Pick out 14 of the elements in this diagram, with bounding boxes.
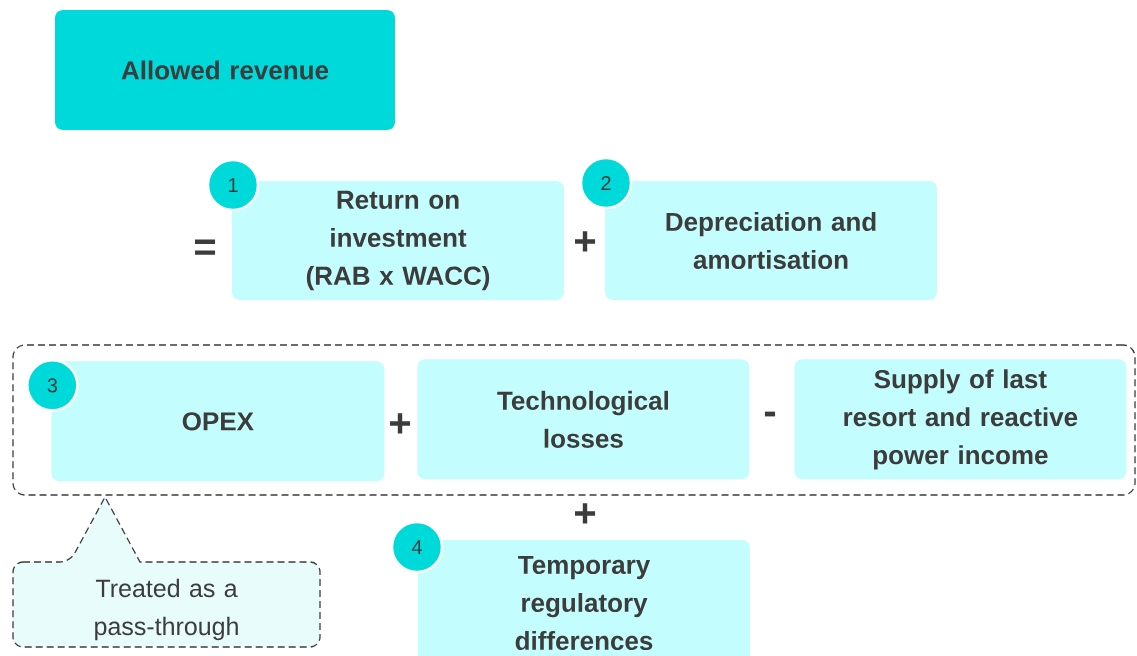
operator-sign: + xyxy=(575,231,596,252)
dashed-group-box xyxy=(12,344,1136,496)
result-box: Allowed revenue xyxy=(55,10,395,130)
number-badge: 3 xyxy=(26,359,79,412)
term-box: Technological losses xyxy=(417,359,750,480)
operator-sign: + xyxy=(390,413,411,434)
number-badge: 4 xyxy=(390,520,444,574)
operator-sign: = xyxy=(195,239,216,255)
callout-box: Treated as a pass-through xyxy=(12,496,321,648)
number-badge: 1 xyxy=(206,158,260,212)
operator-sign: + xyxy=(575,503,596,524)
operator-sign: - xyxy=(764,411,776,417)
number-badge: 2 xyxy=(579,156,633,210)
term-box: Supply of last resort and reactive power income xyxy=(794,359,1127,480)
